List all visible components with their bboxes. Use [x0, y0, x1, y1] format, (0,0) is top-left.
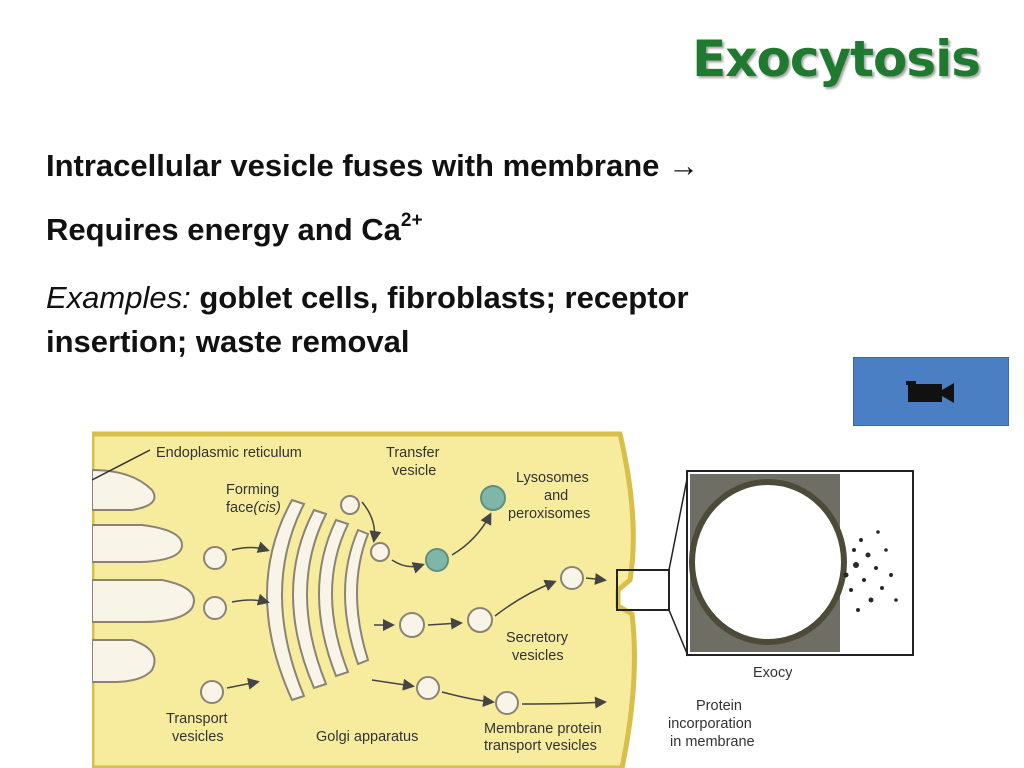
label-protein-2: incorporation	[668, 716, 752, 732]
examples-prefix: Examples:	[46, 280, 191, 315]
lysosomes	[425, 485, 506, 572]
label-endoplasmic-reticulum: Endoplasmic reticulum	[156, 445, 302, 461]
label-exocytosis: Exocytosis	[753, 665, 792, 681]
secreted-granules	[843, 530, 898, 612]
video-camera-icon	[906, 381, 954, 403]
label-membrane-2: transport vesicles	[484, 738, 597, 754]
label-transport-2: vesicles	[172, 729, 224, 745]
exocytosis-micrograph	[686, 470, 914, 656]
fusion-highlight-box	[616, 569, 670, 611]
label-lyso-3: peroxisomes	[508, 506, 590, 522]
label-forming-2: face(cis)	[226, 500, 281, 516]
label-forming-1: Forming	[226, 482, 279, 498]
label-membrane-1: Membrane protein	[484, 721, 602, 737]
label-transfer-1: Transfer	[386, 445, 440, 461]
label-forming-2b: (cis)	[253, 500, 280, 516]
bullet-examples: Examples: goblet cells, fibroblasts; rec…	[46, 276, 926, 364]
label-forming-2a: face	[226, 500, 253, 516]
video-play-button[interactable]	[853, 357, 1009, 426]
label-protein-1: Protein	[696, 698, 742, 714]
label-golgi: Golgi apparatus	[316, 729, 418, 745]
label-protein-3: in membrane	[670, 734, 755, 750]
vesicles	[200, 495, 584, 715]
label-transfer-2: vesicle	[392, 463, 436, 479]
examples-line1: goblet cells, fibroblasts; receptor	[190, 280, 689, 315]
label-lyso-1: Lysosomes	[516, 470, 589, 486]
golgi-apparatus	[266, 498, 370, 702]
bullet-energy-text: Requires energy and Ca	[46, 212, 401, 247]
label-secretory-1: Secretory	[506, 630, 569, 646]
bullet-energy-calcium: Requires energy and Ca2+	[46, 210, 423, 248]
slide-title: Exocytosis	[692, 30, 981, 88]
endoplasmic-reticulum	[92, 468, 195, 683]
examples-line2: insertion; waste removal	[46, 324, 410, 359]
exocytosis-diagram: Endoplasmic reticulum Transfer vesicle F…	[92, 431, 792, 768]
label-secretory-2: vesicles	[512, 648, 564, 664]
bullet-vesicle-fusion: Intracellular vesicle fuses with membran…	[46, 148, 699, 183]
label-transport-1: Transport	[166, 711, 228, 727]
label-lyso-2: and	[544, 488, 568, 504]
calcium-charge: 2+	[400, 210, 423, 231]
